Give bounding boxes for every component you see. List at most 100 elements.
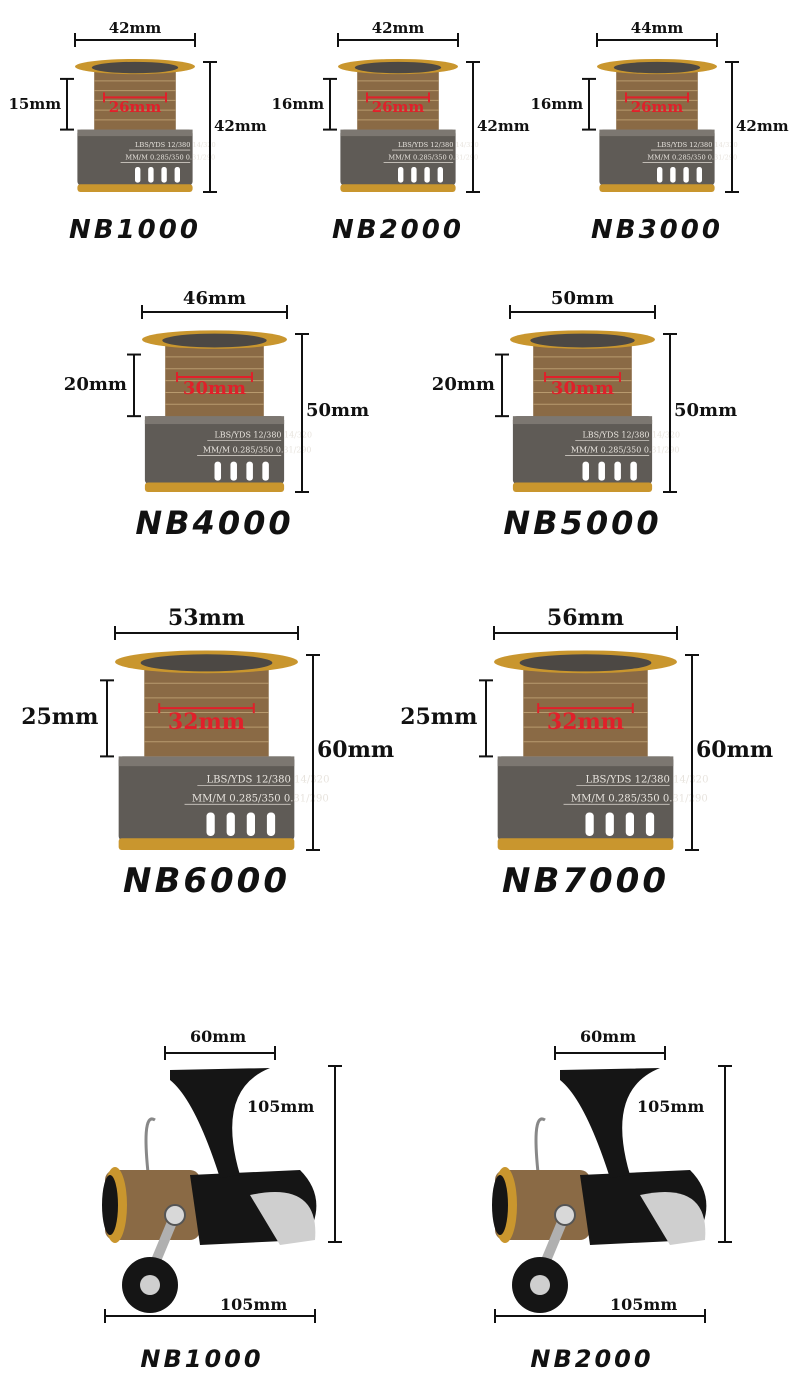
depth-dimension-line (479, 679, 493, 758)
reel-model-name: NB1000 (140, 1345, 264, 1373)
height-dimension-label: 42mm (477, 116, 530, 135)
inner-diameter-label: 26mm (630, 98, 684, 117)
depth-dimension-line (60, 77, 74, 131)
height-dimension-label: 60mm (317, 736, 395, 763)
width-dimension-line (141, 305, 288, 319)
depth-dimension-label: 16mm (530, 94, 584, 113)
model-name: NB7000 (502, 861, 669, 901)
width-dimension-line (493, 626, 678, 640)
width-dimension-label: 56mm (546, 605, 625, 631)
reel-top-dimension-line (164, 1046, 276, 1060)
reel-image (102, 1068, 317, 1313)
reel-top-dimension-label: 60mm (190, 1027, 247, 1046)
width-dimension-label: 42mm (371, 19, 425, 37)
depth-dimension-line (100, 679, 114, 758)
spool-label-line2: MM/M 0.285/350 0.31/290 (192, 793, 329, 804)
height-dimension-label: 42mm (214, 116, 267, 135)
width-dimension-label: 50mm (550, 288, 615, 309)
model-name: NB4000 (135, 504, 294, 542)
inner-diameter-label: 30mm (182, 378, 247, 400)
height-dimension-line (203, 61, 217, 193)
model-name: NB2000 (332, 215, 464, 245)
height-dimension-line (663, 333, 677, 493)
spool-label-line1: LBS/YDS 12/380 14/320 (207, 775, 330, 786)
inner-diameter-label: 30mm (550, 378, 615, 400)
height-dimension-label: 50mm (674, 400, 738, 422)
height-dimension-line (466, 61, 480, 193)
spool-label-line2: MM/M 0.285/350 0.31/290 (203, 446, 312, 455)
height-dimension-label: 50mm (306, 400, 370, 422)
width-dimension-label: 42mm (108, 19, 162, 37)
model-name: NB3000 (591, 215, 723, 245)
reel-image (492, 1068, 707, 1313)
width-dimension-line (337, 33, 459, 47)
height-dimension-line (295, 333, 309, 493)
inner-diameter-marker (537, 703, 634, 714)
spool-label-line1: LBS/YDS 12/380 14/320 (135, 141, 216, 149)
model-name: NB6000 (123, 861, 290, 901)
inner-diameter-marker (544, 372, 621, 383)
reel-bottom-dimension-line (104, 1309, 316, 1323)
depth-dimension-label: 16mm (271, 94, 325, 113)
reel-height-dimension-line (718, 1065, 732, 1243)
spool-label-line2: MM/M 0.285/350 0.31/290 (571, 446, 680, 455)
reel-height-dimension-line (328, 1065, 342, 1243)
inner-diameter-marker (624, 92, 690, 103)
spool-label-line1: LBS/YDS 12/380 14/320 (657, 141, 738, 149)
reel-bottom-dimension-label: 105mm (610, 1295, 678, 1314)
depth-dimension-label: 20mm (63, 373, 127, 395)
width-dimension-label: 44mm (630, 19, 684, 37)
width-dimension-line (114, 626, 299, 640)
inner-diameter-marker (176, 372, 253, 383)
height-dimension-line (306, 654, 320, 851)
model-name: NB5000 (503, 504, 662, 542)
inner-diameter-marker (158, 703, 255, 714)
depth-dimension-line (582, 77, 596, 131)
spool-label-line1: LBS/YDS 12/380 14/320 (586, 775, 709, 786)
inner-diameter-label: 26mm (371, 98, 425, 117)
depth-dimension-label: 15mm (8, 94, 62, 113)
depth-dimension-line (323, 77, 337, 131)
spool-label-line1: LBS/YDS 12/380 14/320 (215, 430, 313, 439)
reel-top-dimension-line (554, 1046, 666, 1060)
spool-label-line2: MM/M 0.285/350 0.31/290 (388, 154, 478, 162)
width-dimension-label: 46mm (182, 288, 247, 309)
height-dimension-line (685, 654, 699, 851)
width-dimension-label: 53mm (167, 605, 246, 631)
reel-bottom-dimension-line (494, 1309, 706, 1323)
reel-height-dimension-label: 105mm (247, 1097, 315, 1116)
depth-dimension-label: 25mm (400, 704, 478, 731)
inner-diameter-label: 32mm (167, 709, 246, 736)
depth-dimension-line (495, 353, 509, 418)
model-name: NB1000 (69, 215, 201, 245)
spool-label-line1: LBS/YDS 12/380 14/320 (583, 430, 681, 439)
depth-dimension-label: 25mm (21, 704, 99, 731)
height-dimension-label: 60mm (696, 736, 774, 763)
spool-label-line2: MM/M 0.285/350 0.31/290 (647, 154, 737, 162)
reel-model-name: NB2000 (530, 1345, 654, 1373)
height-dimension-label: 42mm (736, 116, 789, 135)
inner-diameter-marker (102, 92, 168, 103)
depth-dimension-label: 20mm (431, 373, 495, 395)
spool-label-line1: LBS/YDS 12/380 14/320 (398, 141, 479, 149)
depth-dimension-line (127, 353, 141, 418)
width-dimension-line (74, 33, 196, 47)
height-dimension-line (725, 61, 739, 193)
inner-diameter-label: 32mm (546, 709, 625, 736)
width-dimension-line (509, 305, 656, 319)
inner-diameter-marker (365, 92, 431, 103)
reel-height-dimension-label: 105mm (637, 1097, 705, 1116)
width-dimension-line (596, 33, 718, 47)
reel-top-dimension-label: 60mm (580, 1027, 637, 1046)
spool-label-line2: MM/M 0.285/350 0.31/290 (571, 793, 708, 804)
inner-diameter-label: 26mm (108, 98, 162, 117)
spool-label-line2: MM/M 0.285/350 0.31/290 (125, 154, 215, 162)
